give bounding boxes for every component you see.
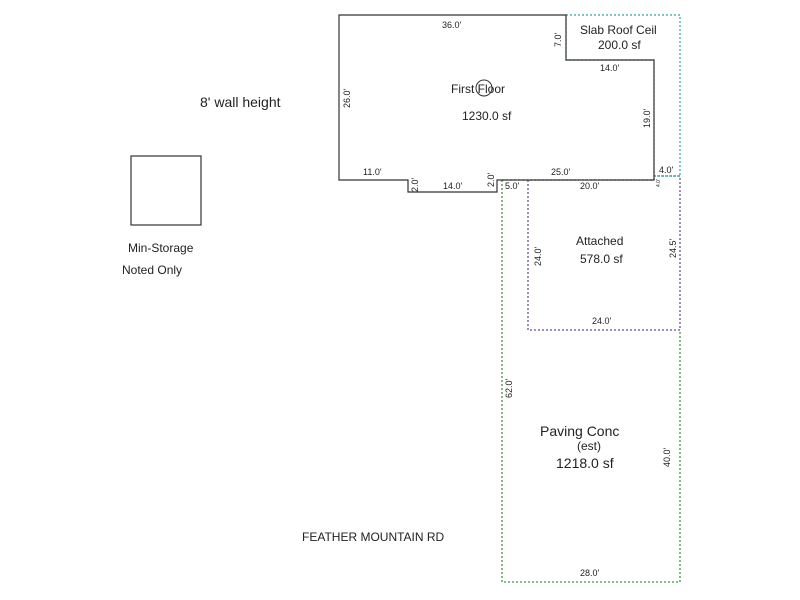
dim-step-2b: 2.0': [486, 172, 496, 187]
dim-bottom-11: 11.0': [363, 167, 382, 177]
paving-area: 1218.0 sf: [556, 455, 614, 471]
dim-top-36: 36.0': [442, 20, 462, 30]
first-floor-outline: [338, 14, 655, 193]
dim-bottom-14: 14.0': [443, 181, 463, 191]
dim-right-4: 4.0': [659, 165, 674, 175]
first-floor-area: 1230.0 sf: [462, 109, 512, 123]
dim-right-19: 19.0': [642, 108, 652, 128]
slab-roof-area: 200.0 sf: [598, 38, 641, 52]
road-label: FEATHER MOUNTAIN RD: [302, 530, 445, 544]
paving-note: (est): [577, 439, 601, 453]
paving-name: Paving Conc: [540, 423, 619, 439]
dim-paving-62: 62.0': [504, 378, 514, 398]
floor-marker-icon: [475, 79, 493, 97]
dim-tiny-4: 4.0': [656, 179, 662, 187]
dim-notch-14: 14.0': [600, 63, 620, 73]
dim-left-26: 26.0': [342, 88, 352, 108]
wall-height-label: 8' wall height: [200, 94, 281, 110]
attached-name: Attached: [576, 234, 623, 248]
dim-attached-top-20: 20.0': [580, 181, 600, 191]
storage-note: Noted Only: [122, 263, 182, 277]
dim-bottom-25: 25.0': [551, 167, 571, 177]
storage-title: Min-Storage: [128, 241, 194, 255]
storage-box: [130, 155, 202, 226]
first-floor-name: First Floor: [451, 82, 505, 96]
dim-attached-left-24: 24.0': [533, 246, 543, 266]
dim-attached-right-245: 24.5': [668, 238, 678, 258]
slab-roof-name: Slab Roof Ceil: [580, 23, 657, 37]
dim-notch-7: 7.0': [553, 32, 563, 47]
dim-attached-bottom-24: 24.0': [592, 316, 612, 326]
dim-paving-28: 28.0': [580, 568, 600, 578]
attached-area: 578.0 sf: [580, 252, 623, 266]
dim-step-2a: 2.0': [410, 177, 420, 192]
dim-paving-40: 40.0': [662, 447, 672, 467]
dim-paving-5: 5.0': [505, 181, 520, 191]
